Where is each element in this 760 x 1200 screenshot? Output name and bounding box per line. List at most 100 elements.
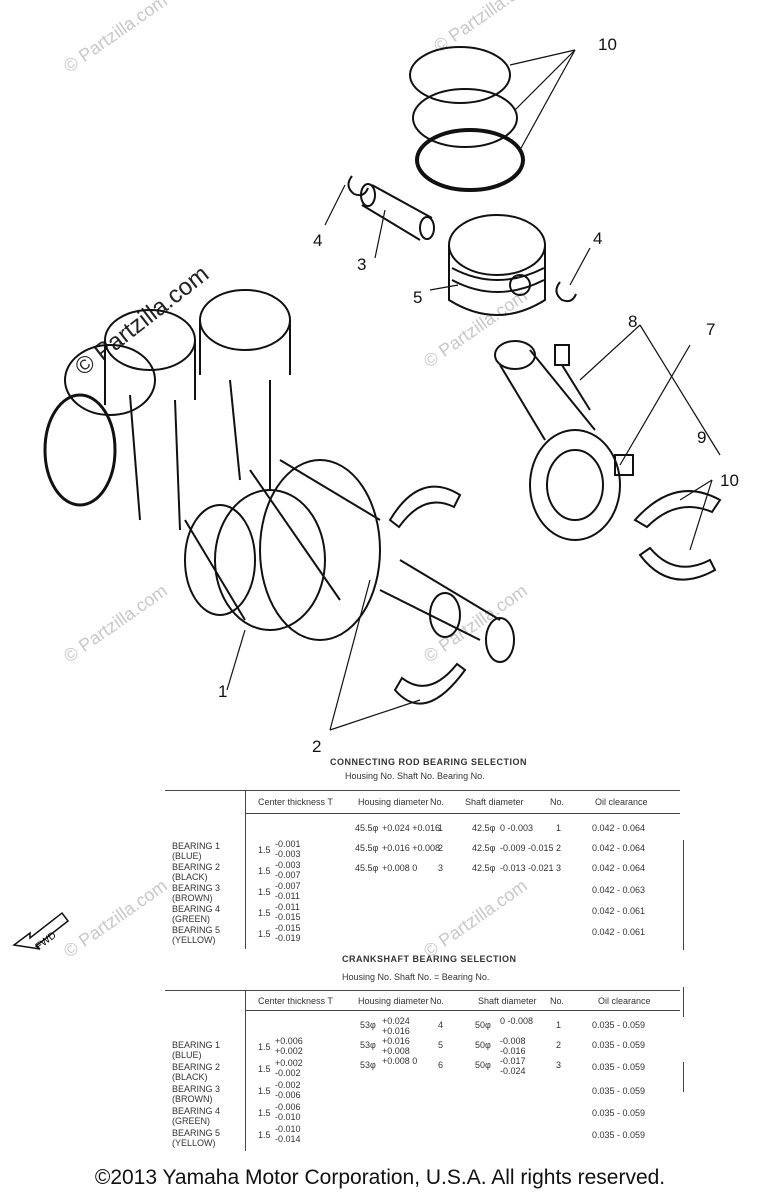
callout-4: 4 [593, 229, 602, 248]
crankshaft-main-bearing [388, 485, 462, 529]
bearing-tol: +0.002 -0.002 [275, 1058, 303, 1078]
shaft-no: 1 [556, 1020, 562, 1030]
bearing-thick: 1.5 [258, 1130, 271, 1140]
callout-9: 9 [697, 428, 706, 447]
watermark: © Partzilla.com [60, 875, 171, 962]
piston-ring-top [409, 46, 511, 104]
callout-6: 10 [598, 35, 617, 54]
callout-5: 5 [413, 288, 422, 307]
bearing-name: BEARING 4 (GREEN) [172, 1106, 221, 1126]
col-header: No. [550, 797, 565, 807]
bearing-thick: 1.5 [258, 845, 271, 855]
table-title: CRANKSHAFT BEARING SELECTION [342, 954, 517, 964]
shaft-dia: 42.5φ [472, 863, 496, 873]
bearing-tol: -0.007 -0.011 [275, 881, 301, 901]
oil-clearance: 0.042 - 0.061 [592, 927, 646, 937]
forward-arrow-icon: FWD [12, 911, 70, 953]
callout-2: 2 [312, 737, 321, 756]
shaft-dia: 50φ [475, 1060, 491, 1070]
callout-4: 4 [313, 231, 322, 250]
shaft-tol: 0 -0.003 [500, 823, 534, 833]
shaft-no: 3 [556, 1060, 562, 1070]
piston [448, 214, 546, 316]
callout-3: 3 [357, 255, 366, 274]
bearing-tol: -0.015 -0.019 [275, 923, 301, 943]
housing-dia: 53φ [360, 1020, 376, 1030]
shaft-dia: 42.5φ [472, 843, 496, 853]
bearing-name: BEARING 3 (BROWN) [172, 1084, 221, 1104]
col-header: Center thickness T [258, 797, 333, 807]
bearing-name: BEARING 5 (YELLOW) [172, 925, 221, 945]
crankshaft-bearing-table: CRANKSHAFT BEARING SELECTION Housing No.… [160, 952, 690, 1152]
shaft-no: 3 [556, 863, 562, 873]
housing-dia: 45.5φ [355, 863, 379, 873]
housing-dia: 53φ [360, 1060, 376, 1070]
housing-no: 5 [438, 1040, 444, 1050]
col-header: Center thickness T [258, 996, 333, 1006]
connecting-rod-bearing [633, 490, 722, 529]
bearing-thick: 1.5 [258, 929, 271, 939]
bearing-thick: 1.5 [258, 1108, 271, 1118]
bearing-tol: +0.006 +0.002 [275, 1036, 303, 1056]
shaft-tol: -0.017 -0.024 [500, 1056, 526, 1076]
housing-dia: 53φ [360, 1040, 376, 1050]
piston-pin-clip [347, 175, 369, 197]
table-subtitle: Housing No. Shaft No. = Bearing No. [342, 972, 490, 982]
shaft-no: 2 [556, 843, 562, 853]
callout-8: 8 [628, 312, 637, 331]
bearing-thick: 1.5 [258, 1086, 271, 1096]
bearing-tol: -0.006 -0.010 [275, 1102, 301, 1122]
piston-ring-oil [415, 128, 525, 192]
housing-no: 2 [438, 843, 444, 853]
bearing-thick: 1.5 [258, 1042, 271, 1052]
housing-no: 6 [438, 1060, 444, 1070]
housing-no: 3 [438, 863, 444, 873]
col-header: No. [550, 996, 565, 1006]
col-header: Housing diameter [358, 996, 429, 1006]
bearing-name: BEARING 3 (BROWN) [172, 883, 221, 903]
bearing-thick: 1.5 [258, 887, 271, 897]
bearing-tol: -0.001 -0.003 [275, 839, 301, 859]
crankshaft-main-bearing [393, 662, 467, 705]
copyright-footer: ©2013 Yamaha Motor Corporation, U.S.A. A… [94, 1166, 666, 1189]
col-header: Shaft diameter [478, 996, 537, 1006]
bearing-tol: -0.003 -0.007 [275, 860, 301, 880]
oil-clearance: 0.035 - 0.059 [592, 1040, 646, 1050]
shaft-tol: 0 -0.008 [500, 1016, 534, 1026]
bearing-thick: 1.5 [258, 866, 271, 876]
oil-clearance: 0.035 - 0.059 [592, 1086, 646, 1096]
housing-dia: 45.5φ [355, 843, 379, 853]
bearing-thick: 1.5 [258, 1064, 271, 1074]
col-header: No. [430, 996, 445, 1006]
col-header: Shaft diameter [465, 797, 524, 807]
connecting-rod-bearing [638, 546, 717, 581]
oil-clearance: 0.042 - 0.064 [592, 863, 646, 873]
bearing-tol: -0.011 -0.015 [275, 902, 301, 922]
bearing-thick: 1.5 [258, 908, 271, 918]
piston-ring-middle [412, 88, 518, 148]
connecting-rod [494, 340, 621, 541]
bearing-name: BEARING 1 (BLUE) [172, 841, 221, 861]
housing-tol: +0.008 0 [382, 1056, 418, 1066]
rod-bolt [554, 344, 591, 411]
bearing-name: BEARING 4 (GREEN) [172, 904, 221, 924]
housing-tol: +0.024 +0.016 [382, 823, 441, 833]
col-header: Oil clearance [598, 996, 651, 1006]
housing-no: 1 [438, 823, 444, 833]
housing-tol: +0.016 +0.008 [382, 843, 441, 853]
oil-clearance: 0.035 - 0.059 [592, 1108, 646, 1118]
shaft-tol: -0.008 -0.016 [500, 1036, 526, 1056]
oil-clearance: 0.042 - 0.063 [592, 885, 646, 895]
housing-dia: 45.5φ [355, 823, 379, 833]
col-header: No. [430, 797, 445, 807]
crankshaft [43, 289, 515, 663]
bearing-name: BEARING 1 (BLUE) [172, 1040, 221, 1060]
shaft-tol: -0.013 -0.021 [500, 863, 554, 873]
shaft-dia: 50φ [475, 1040, 491, 1050]
housing-no: 4 [438, 1020, 444, 1030]
shaft-tol: -0.009 -0.015 [500, 843, 554, 853]
shaft-no: 1 [556, 823, 562, 833]
bearing-tol: -0.010 -0.014 [275, 1124, 301, 1144]
fwd-label: FWD [34, 930, 59, 953]
housing-tol: +0.024 +0.016 [382, 1016, 410, 1036]
